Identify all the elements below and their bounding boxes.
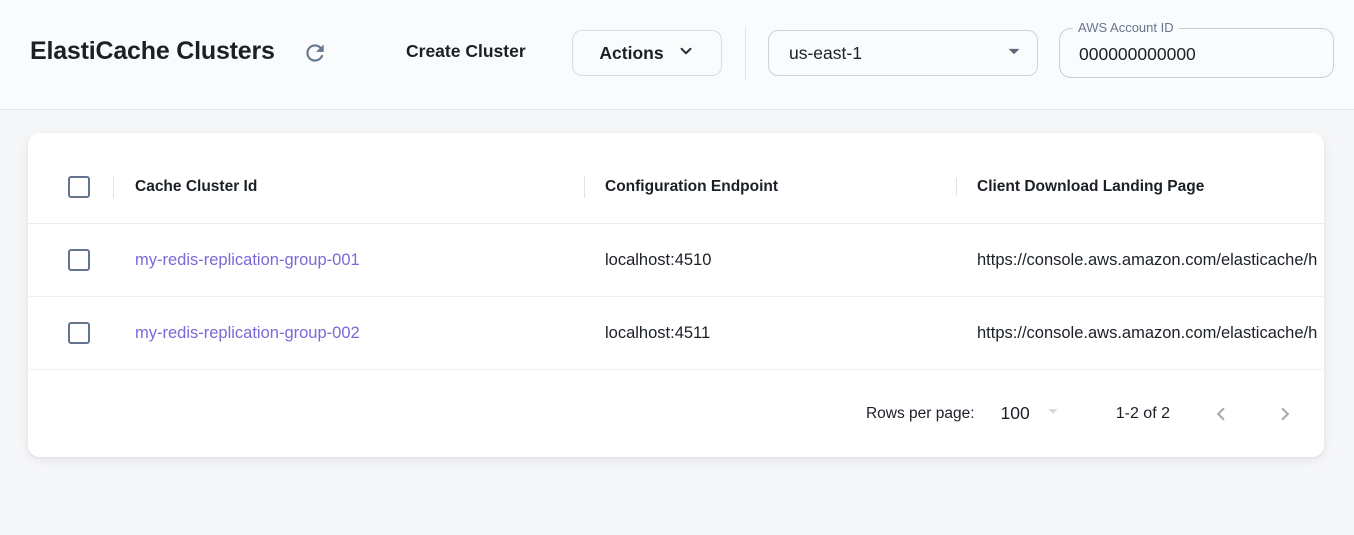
column-header-cache-cluster-id[interactable]: Cache Cluster Id xyxy=(113,178,584,196)
rows-per-page-select[interactable]: 100 xyxy=(1001,400,1064,427)
chevron-down-icon xyxy=(677,42,695,65)
table-pagination-footer: Rows per page: 100 1-2 of 2 xyxy=(28,370,1324,457)
endpoint-value: localhost:4510 xyxy=(605,250,712,269)
cluster-link[interactable]: my-redis-replication-group-002 xyxy=(135,323,360,342)
top-toolbar: ElastiCache Clusters Create Cluster Acti… xyxy=(0,0,1354,110)
cache-cluster-id-cell: my-redis-replication-group-002 xyxy=(113,324,584,343)
configuration-endpoint-cell: localhost:4511 xyxy=(584,324,956,343)
aws-account-id-input[interactable] xyxy=(1060,29,1333,77)
configuration-endpoint-cell: localhost:4510 xyxy=(584,251,956,270)
column-header-client-download-landing-page[interactable]: Client Download Landing Page xyxy=(956,178,1324,196)
row-checkbox-cell xyxy=(28,322,113,344)
rows-per-page-label: Rows per page: xyxy=(865,404,975,422)
landing-page-value: https://console.aws.amazon.com/elasticac… xyxy=(977,323,1318,342)
refresh-icon xyxy=(302,44,328,69)
landing-page-cell: https://console.aws.amazon.com/elasticac… xyxy=(956,251,1324,270)
landing-page-value: https://console.aws.amazon.com/elasticac… xyxy=(977,250,1318,269)
cache-cluster-id-cell: my-redis-replication-group-001 xyxy=(113,251,584,270)
actions-button-label: Actions xyxy=(599,42,664,63)
region-select-value: us-east-1 xyxy=(789,42,862,63)
clusters-table-card: Cache Cluster Id Configuration Endpoint … xyxy=(28,133,1324,457)
caret-down-icon xyxy=(1030,400,1064,427)
landing-page-cell: https://console.aws.amazon.com/elasticac… xyxy=(956,324,1324,343)
column-header-label: Client Download Landing Page xyxy=(977,178,1205,195)
previous-page-button[interactable] xyxy=(1208,401,1234,427)
table-row: my-redis-replication-group-002 localhost… xyxy=(28,297,1324,370)
create-cluster-button[interactable]: Create Cluster xyxy=(406,41,526,61)
cluster-link[interactable]: my-redis-replication-group-001 xyxy=(135,250,360,269)
row-checkbox[interactable] xyxy=(68,322,90,344)
actions-button[interactable]: Actions xyxy=(572,30,722,76)
region-select[interactable]: us-east-1 xyxy=(768,30,1038,76)
rows-per-page-value: 100 xyxy=(1000,403,1030,423)
page-title: ElastiCache Clusters xyxy=(30,37,275,65)
refresh-button[interactable] xyxy=(302,40,328,66)
column-header-configuration-endpoint[interactable]: Configuration Endpoint xyxy=(584,178,956,196)
header-checkbox-cell xyxy=(28,176,113,198)
column-header-label: Configuration Endpoint xyxy=(605,178,779,195)
chevron-left-icon xyxy=(1208,407,1234,430)
table-header-row: Cache Cluster Id Configuration Endpoint … xyxy=(28,133,1324,224)
chevron-right-icon xyxy=(1272,407,1298,430)
toolbar-divider xyxy=(745,27,746,80)
aws-account-id-field: AWS Account ID xyxy=(1059,20,1334,78)
main-content: Cache Cluster Id Configuration Endpoint … xyxy=(0,110,1354,457)
row-checkbox-cell xyxy=(28,249,113,271)
pagination-range-label: 1-2 of 2 xyxy=(1115,404,1170,422)
caret-down-icon xyxy=(1001,38,1027,69)
row-checkbox[interactable] xyxy=(68,249,90,271)
select-all-checkbox[interactable] xyxy=(68,176,90,198)
endpoint-value: localhost:4511 xyxy=(605,323,711,342)
next-page-button[interactable] xyxy=(1272,401,1298,427)
column-header-label: Cache Cluster Id xyxy=(135,178,258,195)
table-row: my-redis-replication-group-001 localhost… xyxy=(28,224,1324,297)
